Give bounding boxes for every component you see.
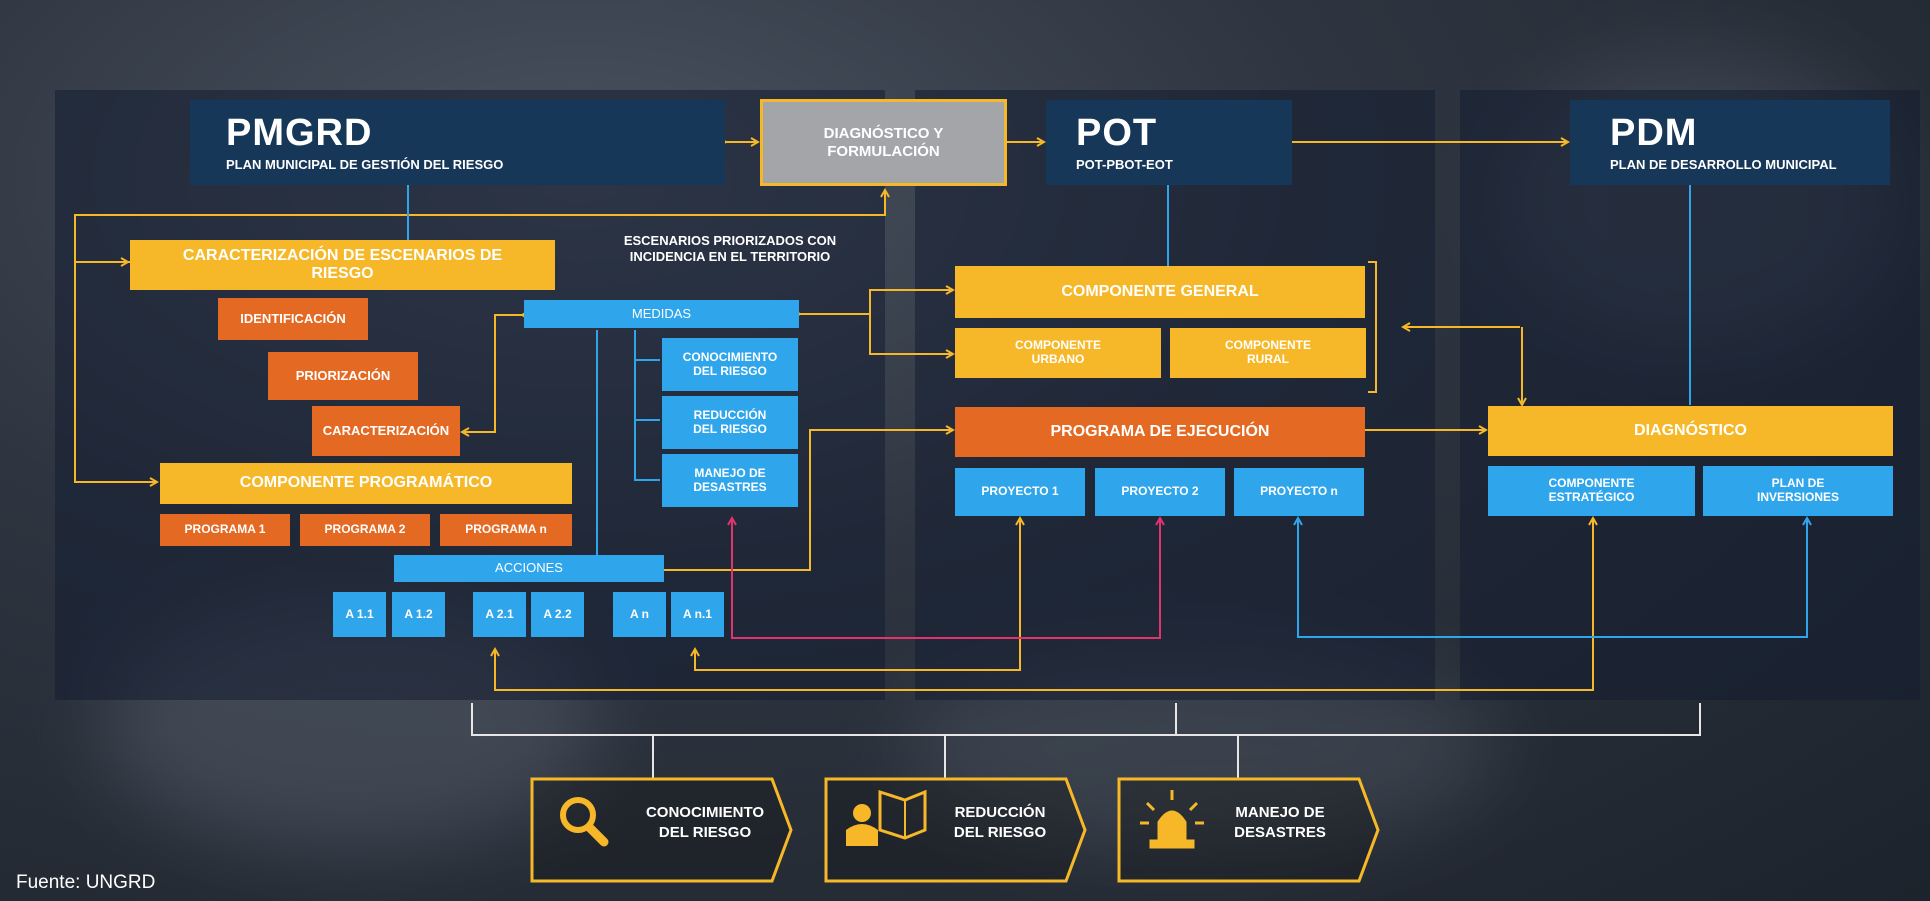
fuente-caption: Fuente: UNGRD <box>16 872 156 893</box>
diagnostico-box: DIAGNÓSTICO <box>1488 406 1893 456</box>
bottom-label-line1: REDUCCIÓN <box>954 804 1046 821</box>
accion-an1-box: A n.1 <box>671 592 724 637</box>
componente-estrategico-box: COMPONENTE ESTRATÉGICO <box>1488 466 1695 516</box>
bottom-label-line2: DEL RIESGO <box>953 823 1047 841</box>
programa-2-box: PROGRAMA 2 <box>300 514 430 546</box>
bottom-reduccion-label: REDUCCIÓN DEL RIESGO <box>930 803 1070 842</box>
medida-conocimiento-box: CONOCIMIENTO DEL RIESGO <box>662 338 798 391</box>
accion-a12-box: A 1.2 <box>392 592 445 637</box>
componente-estrategico-line2: ESTRATÉGICO <box>1548 490 1635 504</box>
pot-title: POT <box>1076 112 1158 155</box>
accion-an-box: A n <box>613 592 666 637</box>
accion-a21-box: A 2.1 <box>473 592 526 637</box>
diagnostico-formulacion-line1: DIAGNÓSTICO Y <box>823 125 944 143</box>
componente-estrategico-line1: COMPONENTE <box>1548 476 1635 491</box>
componente-urbano-line2: URBANO <box>1031 352 1085 366</box>
bottom-label-line2: DEL RIESGO <box>658 823 752 841</box>
pmgrd-subtitle: PLAN MUNICIPAL DE GESTIÓN DEL RIESGO <box>226 156 504 172</box>
siren-icon <box>1140 790 1204 849</box>
componente-general-box: COMPONENTE GENERAL <box>955 266 1365 318</box>
componente-programatico-box: COMPONENTE PROGRAMÁTICO <box>160 463 572 504</box>
medida-line2: DEL RIESGO <box>693 421 767 436</box>
componente-rural-box: COMPONENTE RURAL <box>1170 328 1366 378</box>
proyecto-1-box: PROYECTO 1 <box>955 468 1085 516</box>
bottom-label-line2: DESASTRES <box>1234 823 1326 841</box>
medida-line2: DESASTRES <box>693 479 767 494</box>
caracterizacion-box: CARACTERIZACIÓN <box>312 406 460 456</box>
medida-line1: REDUCCIÓN <box>693 407 767 422</box>
programa-1-box: PROGRAMA 1 <box>160 514 290 546</box>
identificacion-box: IDENTIFICACIÓN <box>218 298 368 340</box>
componente-rural-line1: COMPONENTE <box>1224 338 1311 353</box>
medida-reduccion-box: REDUCCIÓN DEL RIESGO <box>662 396 798 449</box>
escenarios-priorizados-line1: ESCENARIOS PRIORIZADOS CON <box>623 233 837 248</box>
caracterizacion-escenarios-box: CARACTERIZACIÓN DE ESCENARIOS DE RIESGO <box>130 240 555 290</box>
medida-line1: MANEJO DE <box>694 465 766 480</box>
pdm-header: PDM PLAN DE DESARROLLO MUNICIPAL <box>1570 100 1890 185</box>
bottom-label-line1: MANEJO DE <box>1235 804 1325 821</box>
diagnostico-formulacion-line2: FORMULACIÓN <box>827 142 940 160</box>
plan-inversiones-line1: PLAN DE <box>1771 476 1825 491</box>
medida-manejo-box: MANEJO DE DESASTRES <box>662 454 798 507</box>
pmgrd-header: PMGRD PLAN MUNICIPAL DE GESTIÓN DEL RIES… <box>190 100 725 185</box>
pot-header: POT POT-PBOT-EOT <box>1046 100 1292 185</box>
medida-line1: CONOCIMIENTO <box>682 349 778 364</box>
plan-inversiones-box: PLAN DE INVERSIONES <box>1703 466 1893 516</box>
pmgrd-title: PMGRD <box>226 112 373 155</box>
medida-line2: DEL RIESGO <box>693 363 767 378</box>
accion-a22-box: A 2.2 <box>531 592 584 637</box>
componente-urbano-box: COMPONENTE URBANO <box>955 328 1161 378</box>
bottom-label-line1: CONOCIMIENTO <box>645 804 765 821</box>
escenarios-priorizados-text: ESCENARIOS PRIORIZADOS CON INCIDENCIA EN… <box>600 233 860 264</box>
chevron-reduccion <box>824 777 1087 883</box>
medidas-box: MEDIDAS <box>524 300 799 328</box>
proyecto-n-box: PROYECTO n <box>1234 468 1364 516</box>
pot-panel <box>915 90 1435 700</box>
acciones-box: ACCIONES <box>394 555 664 582</box>
escenarios-priorizados-line2: INCIDENCIA EN EL TERRITORIO <box>629 248 831 264</box>
chevron-conocimiento <box>530 777 793 883</box>
diagnostico-formulacion-box: DIAGNÓSTICO Y FORMULACIÓN <box>760 99 1007 186</box>
bottom-manejo-label: MANEJO DE DESASTRES <box>1210 803 1350 842</box>
plan-inversiones-line2: INVERSIONES <box>1756 490 1840 504</box>
pot-subtitle: POT-PBOT-EOT <box>1076 156 1173 172</box>
programa-n-box: PROGRAMA n <box>440 514 572 546</box>
proyecto-2-box: PROYECTO 2 <box>1095 468 1225 516</box>
programa-ejecucion-box: PROGRAMA DE EJECUCIÓN <box>955 407 1365 457</box>
pdm-title: PDM <box>1610 112 1698 155</box>
pdm-subtitle: PLAN DE DESARROLLO MUNICIPAL <box>1610 156 1837 172</box>
worker-map-icon <box>846 789 927 846</box>
componente-urbano-line1: COMPONENTE <box>1014 338 1101 353</box>
componente-rural-line2: RURAL <box>1247 352 1289 366</box>
chevron-manejo <box>1117 777 1380 883</box>
bottom-conocimiento-label: CONOCIMIENTO DEL RIESGO <box>625 803 785 842</box>
accion-a11-box: A 1.1 <box>333 592 386 637</box>
priorizacion-box: PRIORIZACIÓN <box>268 352 418 400</box>
magnifier-icon <box>560 797 609 847</box>
